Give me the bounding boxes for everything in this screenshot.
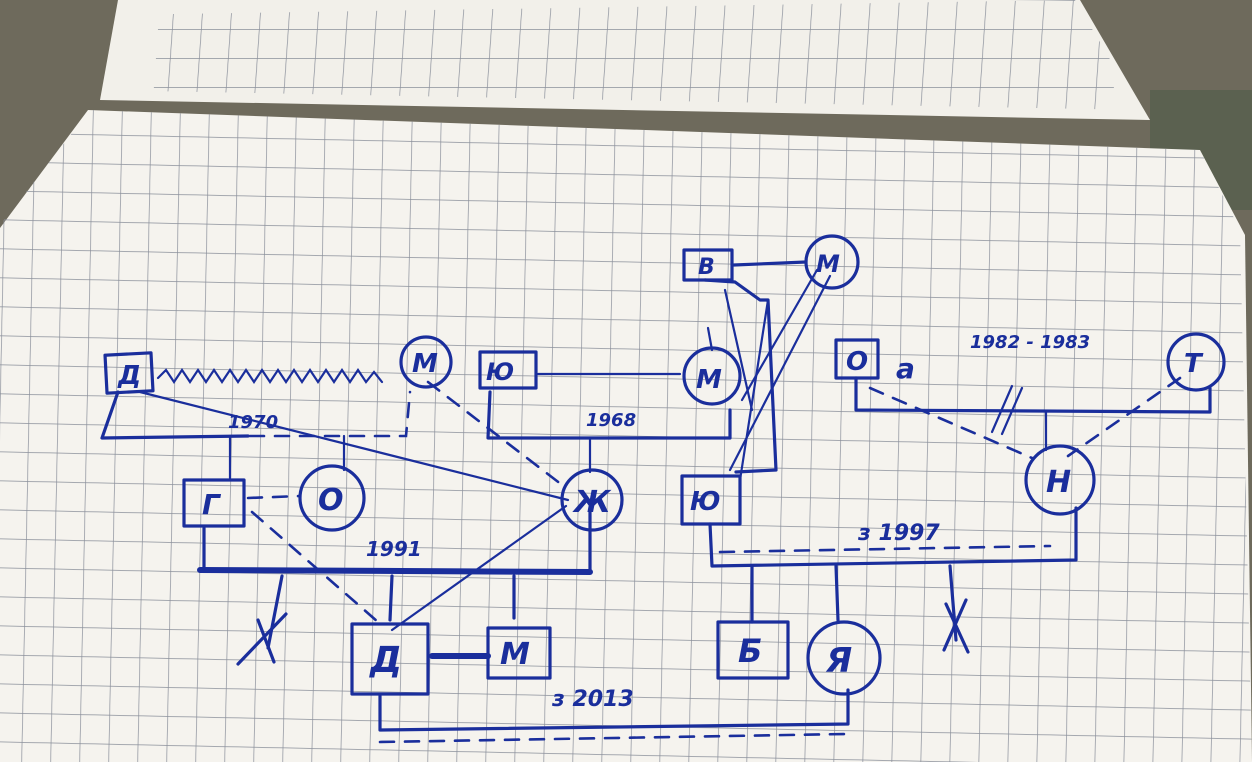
svg-text:Т: Т [1184,349,1204,379]
svg-text:Ж: Ж [572,485,612,520]
year-1970: 1970 [228,412,278,433]
svg-text:Я: Я [825,641,852,681]
svg-text:М: М [816,250,840,278]
svg-text:М: М [696,365,722,395]
svg-text:Ю: Ю [690,487,721,517]
person-a-label: а [896,352,915,385]
year-1991: 1991 [366,537,422,561]
svg-text:Г: Г [202,488,222,521]
year-1968: 1968 [586,410,636,431]
main-page-grid [0,106,1252,762]
year-1982-1983: 1982 - 1983 [970,332,1090,353]
svg-text:Н: Н [1046,465,1071,500]
marriage-line-1991 [200,570,590,572]
svg-text:Д: Д [117,361,141,391]
svg-text:Д: Д [369,640,402,681]
child-link-d [390,576,392,620]
svg-text:О: О [846,347,868,377]
year-2013: з 2013 [551,687,634,712]
svg-text:М: М [500,637,530,672]
svg-text:Ю: Ю [486,358,514,386]
svg-text:Б: Б [738,632,762,670]
svg-text:М: М [412,349,438,379]
svg-text:О: О [318,483,344,518]
child-link-ya [836,566,838,620]
svg-text:В: В [698,255,715,280]
year-1997: з 1997 [857,521,940,546]
